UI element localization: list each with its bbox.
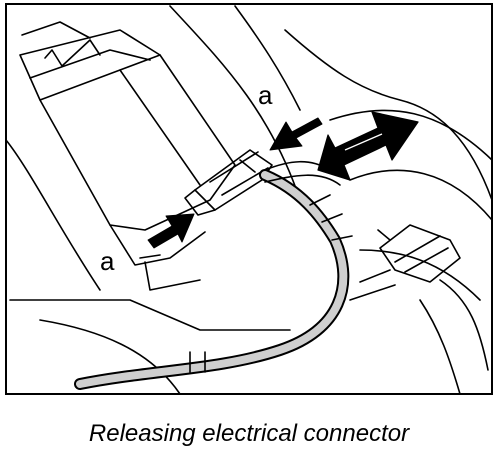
- connector-lock: [239, 159, 256, 173]
- figure-caption: Releasing electrical connector: [88, 420, 410, 447]
- contour-line: [419, 299, 461, 395]
- harness-band: [331, 235, 353, 241]
- mating-connector: [379, 224, 461, 283]
- callout-label-top: a: [258, 80, 273, 110]
- contour-line: [349, 169, 493, 221]
- dash-panel: [9, 299, 291, 331]
- contour-line: [439, 279, 489, 371]
- module-housing-face: [29, 49, 151, 79]
- mating-connector-rib: [404, 247, 449, 273]
- connector-rib: [209, 151, 259, 183]
- illustration-frame: [5, 3, 493, 395]
- mating-cable: [349, 284, 396, 301]
- dash-panel: [5, 139, 101, 291]
- contour-line: [169, 5, 301, 201]
- module-housing: [19, 29, 236, 231]
- contour-line: [284, 29, 493, 201]
- dash-panel: [39, 319, 181, 395]
- mating-cable: [377, 229, 391, 241]
- contour-line: [329, 109, 493, 161]
- module-base: [109, 224, 206, 266]
- contour-line: [359, 249, 481, 301]
- harness-wire: [264, 174, 341, 186]
- mating-connector-rib: [394, 235, 441, 263]
- contour-line: [234, 5, 301, 111]
- mating-cable: [359, 269, 391, 283]
- wire-harness: [76, 171, 348, 388]
- module-tab: [21, 21, 91, 39]
- harness-band: [321, 213, 343, 223]
- solid-arrow-icon: [269, 117, 323, 151]
- connector-illustration: [5, 3, 493, 395]
- callout-leader: [139, 254, 161, 259]
- callout-label-left: a: [100, 246, 115, 276]
- module-base: [144, 261, 201, 291]
- module-housing-face: [119, 69, 201, 186]
- connector-latch: [184, 189, 216, 216]
- solid-arrow-icon: [147, 213, 195, 249]
- double-arrow-icon: [317, 111, 419, 181]
- module-tab: [44, 39, 101, 67]
- harness-band: [309, 194, 331, 206]
